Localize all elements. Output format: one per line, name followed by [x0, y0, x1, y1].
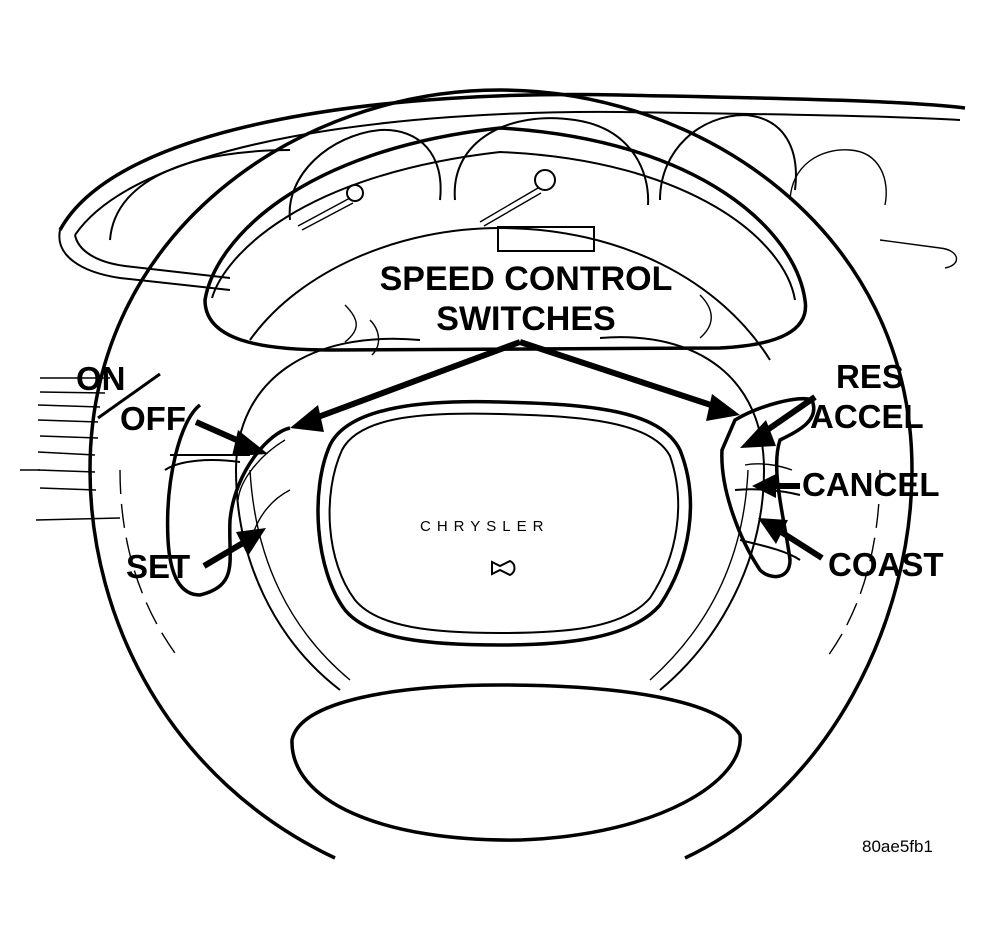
cancel-arrow [752, 474, 800, 498]
horn-icon [491, 559, 516, 577]
speed-control-arrows [290, 339, 740, 432]
label-res: RES [836, 358, 904, 395]
set-arrow [202, 528, 266, 569]
label-switches: SWITCHES [436, 300, 615, 338]
steering-wheel-icon [88, 88, 914, 860]
label-speed-control: SPEED CONTROL [380, 260, 673, 298]
label-accel: ACCEL [810, 398, 924, 435]
label-on: ON [76, 360, 126, 397]
label-off: OFF [120, 400, 186, 437]
airbag-cover-icon: CHRYSLER [316, 399, 693, 647]
bottom-spoke-pad [290, 683, 742, 842]
brand-text: CHRYSLER [420, 518, 549, 535]
label-set: SET [126, 548, 190, 585]
instrument-cluster-icon [203, 126, 808, 356]
on-off-slash [97, 372, 161, 420]
coast-arrow [758, 518, 824, 561]
on-off-arrow [194, 419, 268, 456]
label-cancel: CANCEL [802, 466, 940, 503]
figure-id: 80ae5fb1 [862, 837, 933, 856]
res-accel-arrow [740, 394, 817, 448]
label-coast: COAST [828, 546, 944, 583]
